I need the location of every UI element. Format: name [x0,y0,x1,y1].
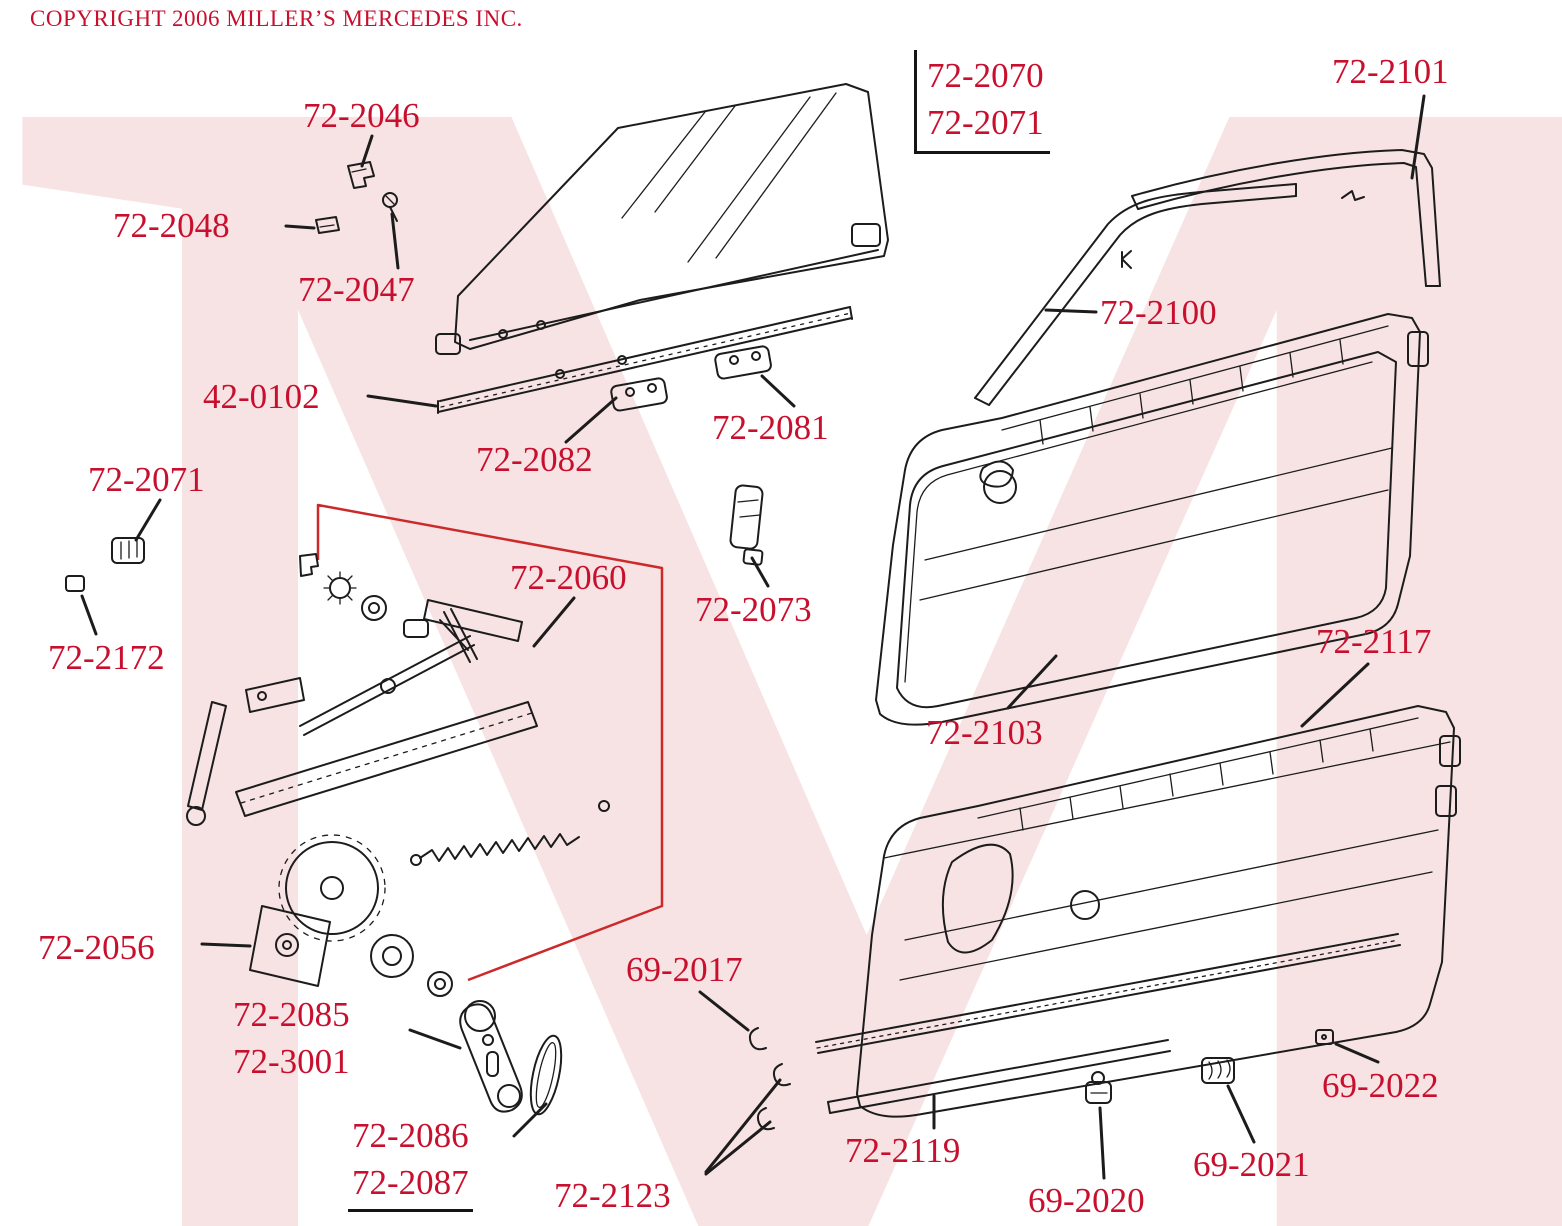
clips-69-2017 [748,1027,791,1131]
part-label-72-2117: 72-2117 [1316,622,1432,661]
part-label-72-2082: 72-2082 [476,440,593,479]
part-label-72-3001: 72-3001 [233,1042,350,1081]
part-label-69-2022: 69-2022 [1322,1066,1439,1105]
part-label-72-2073: 72-2073 [695,590,812,629]
upper-door-shell [875,313,1429,726]
clip-69-2021 [1201,1057,1235,1084]
part-label-72-2101: 72-2101 [1332,52,1449,91]
door-seal-72-2103 [896,351,1397,709]
part-label-block-72-2070-72-2071: 72-2070 72-2071 [914,50,1050,154]
part-label-block-72-2085-72-3001: 72-2085 72-3001 [233,991,350,1085]
part-label-42-0102: 42-0102 [203,377,320,416]
screw-72-2047 [382,192,398,222]
part-label-69-2017: 69-2017 [626,950,743,989]
door-molding-strips-72-2119 [815,933,1401,1114]
part-label-72-2086: 72-2086 [352,1116,469,1155]
frame-strip-72-2101 [1131,149,1441,287]
door-glass [435,83,889,355]
leader-lines [80,94,1426,1180]
copyright-text: COPYRIGHT 2006 MILLER’S MERCEDES INC. [30,6,523,31]
clip-69-2020 [1085,1071,1112,1104]
window-regulator-72-2056 [186,553,610,997]
part-label-block-72-2086-72-2087: 72-2086 72-2087 [348,1112,473,1212]
bracket-72-2081 [714,345,772,380]
part-label-72-2047: 72-2047 [298,270,415,309]
clip-69-2022 [1315,1029,1334,1045]
glass-channel-42-0102 [437,306,853,414]
part-label-72-2085: 72-2085 [233,995,350,1034]
frame-strip-72-2100 [974,183,1297,406]
part-label-72-2172: 72-2172 [48,638,165,677]
part-label-69-2020: 69-2020 [1028,1181,1145,1220]
guide-72-2073 [729,484,764,566]
lower-door-shell [856,705,1461,1118]
part-label-72-2087: 72-2087 [352,1163,469,1202]
clip-72-2046 [347,161,375,189]
regulator-boundary-box-72-2060 [316,503,664,982]
bracket-72-2082 [610,377,668,412]
clip-72-2048 [315,216,340,234]
part-label-69-2021: 69-2021 [1193,1145,1310,1184]
clip-72-2172 [65,575,85,592]
window-crank-72-2085 [459,1000,523,1113]
part-label-72-2071-top: 72-2071 [927,103,1044,142]
part-label-72-2060: 72-2060 [510,558,627,597]
part-label-72-2048: 72-2048 [113,206,230,245]
part-label-72-2100: 72-2100 [1100,293,1217,332]
part-label-72-2070: 72-2070 [927,56,1044,95]
clip-72-2071 [111,537,145,564]
part-label-72-2081: 72-2081 [712,408,829,447]
part-label-72-2103: 72-2103 [926,713,1043,752]
part-label-72-2071-left: 72-2071 [88,460,205,499]
part-label-72-2119: 72-2119 [845,1131,961,1170]
part-label-72-2056: 72-2056 [38,928,155,967]
part-label-72-2046: 72-2046 [303,96,420,135]
part-label-72-2123: 72-2123 [554,1176,671,1215]
